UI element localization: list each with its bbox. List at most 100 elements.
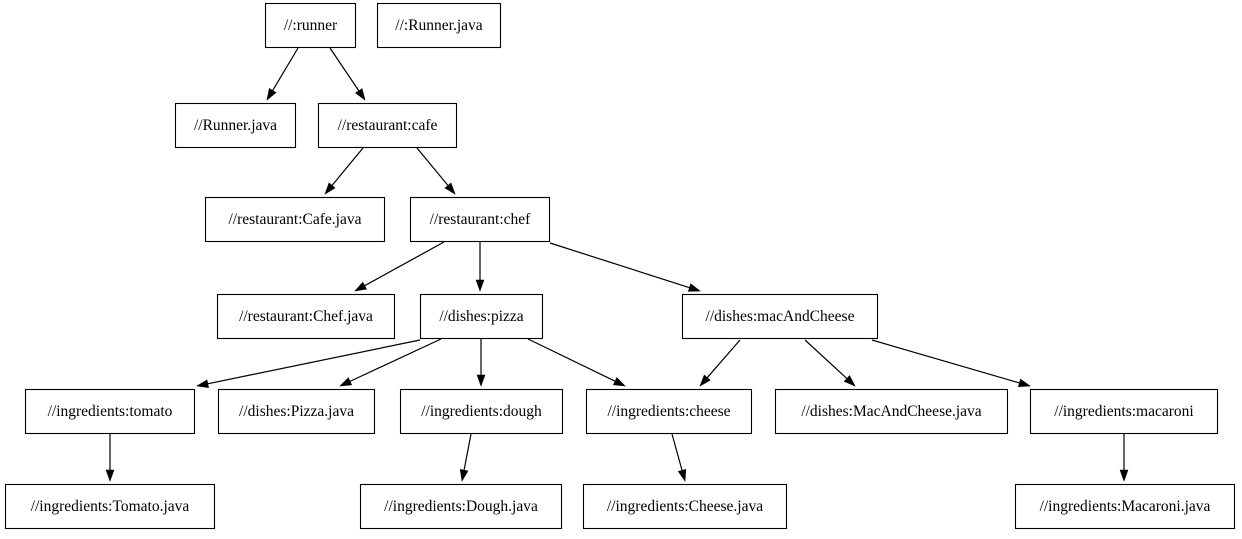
node-restaurant_cafe[interactable]: //restaurant:cafe — [317, 102, 458, 149]
edge-restaurant_chef-to-dishes_pizza — [475, 242, 485, 292]
edge-line — [272, 47, 299, 91]
node-restaurant_cafe_java[interactable]: //restaurant:Cafe.java — [204, 196, 386, 243]
node-dishes_macandcheese_java[interactable]: //dishes:MacAndCheese.java — [774, 388, 1009, 435]
arrowhead-icon — [1119, 469, 1129, 482]
edge-restaurant_chef-to-restaurant_chef_java — [354, 241, 445, 292]
arrowhead-icon — [339, 377, 353, 387]
node-label: //ingredients:tomato — [48, 403, 173, 420]
node-restaurant_chef_java[interactable]: //restaurant:Chef.java — [216, 293, 396, 340]
edge-line — [549, 242, 690, 289]
edge-dishes_pizza-to-ingredients_tomato — [196, 339, 421, 388]
edge-runner-to-restaurant_cafe — [329, 47, 366, 101]
edge-ingredients_tomato-to-ingredients_tomato_java — [105, 434, 115, 482]
edge-ingredients_macaroni-to-ingredients_macaroni_java — [1119, 434, 1129, 482]
node-box[interactable] — [409, 196, 551, 243]
edge-line — [349, 338, 442, 382]
node-label: //dishes:pizza — [439, 308, 523, 325]
arrowhead-icon — [699, 374, 711, 387]
arrowhead-icon — [459, 469, 469, 482]
node-label: //ingredients:Tomato.java — [31, 498, 190, 515]
node-ingredients_macaroni_java[interactable]: //ingredients:Macaroni.java — [1014, 483, 1236, 530]
node-label: //restaurant:cafe — [338, 117, 438, 134]
edge-line — [671, 433, 683, 471]
node-box[interactable] — [1014, 483, 1236, 530]
node-box[interactable] — [399, 388, 564, 435]
node-box[interactable] — [217, 388, 376, 435]
edge-line — [527, 338, 616, 382]
node-label: //:runner — [284, 17, 338, 34]
edge-line — [463, 433, 472, 471]
node-box[interactable] — [681, 293, 879, 340]
edge-line — [804, 339, 848, 379]
node-label: //ingredients:Macaroni.java — [1040, 498, 1211, 515]
arrowhead-icon — [475, 279, 485, 292]
edge-line — [207, 339, 421, 385]
node-label: //ingredients:Dough.java — [384, 498, 538, 515]
node-label: //ingredients:macaroni — [1054, 403, 1194, 420]
node-box[interactable] — [582, 483, 788, 530]
node-box[interactable] — [204, 196, 386, 243]
edge-line — [416, 147, 449, 186]
node-restaurant_chef[interactable]: //restaurant:chef — [409, 196, 551, 243]
node-dishes_pizza_java[interactable]: //dishes:Pizza.java — [217, 388, 376, 435]
node-ingredients_tomato_java[interactable]: //ingredients:Tomato.java — [4, 483, 216, 530]
arrowhead-icon — [687, 283, 701, 292]
edges-layer — [105, 47, 1129, 482]
node-label: //ingredients:cheese — [607, 403, 730, 420]
nodes-layer: //:runner //:Runner.java //Runner.java //re… — [4, 2, 1236, 530]
node-runner[interactable]: //:runner — [264, 2, 357, 49]
node-runner_java[interactable]: //Runner.java — [174, 102, 297, 149]
node-label: //dishes:Pizza.java — [239, 403, 354, 420]
arrowhead-icon — [105, 469, 115, 482]
node-runner_java_root[interactable]: //:Runner.java — [376, 2, 502, 49]
node-ingredients_cheese_java[interactable]: //ingredients:Cheese.java — [582, 483, 788, 530]
edge-line — [329, 47, 360, 92]
node-label: //restaurant:Cafe.java — [229, 211, 362, 228]
node-ingredients_dough_java[interactable]: //ingredients:Dough.java — [359, 483, 563, 530]
arrowhead-icon — [355, 88, 366, 101]
node-box[interactable] — [317, 102, 458, 149]
arrowhead-icon — [324, 182, 336, 195]
edge-ingredients_cheese-to-ingredients_cheese_java — [671, 433, 687, 482]
edge-dishes_macandcheese-to-dishes_macandcheese_java — [804, 339, 856, 387]
node-box[interactable] — [264, 2, 357, 49]
node-dishes_macandcheese[interactable]: //dishes:macAndCheese — [681, 293, 879, 340]
node-box[interactable] — [585, 388, 753, 435]
arrowhead-icon — [266, 88, 277, 101]
node-label: //ingredients:Cheese.java — [607, 498, 763, 515]
node-ingredients_tomato[interactable]: //ingredients:tomato — [24, 388, 196, 435]
node-box[interactable] — [4, 483, 216, 530]
node-box[interactable] — [24, 388, 196, 435]
node-label: //:Runner.java — [395, 17, 483, 34]
node-label: //dishes:MacAndCheese.java — [801, 403, 981, 420]
node-label: //restaurant:chef — [430, 211, 532, 228]
edge-dishes_pizza-to-dishes_pizza_java — [339, 338, 442, 387]
edge-line — [364, 241, 445, 287]
node-box[interactable] — [774, 388, 1009, 435]
arrowhead-icon — [843, 375, 856, 387]
node-box[interactable] — [1029, 388, 1219, 435]
node-box[interactable] — [359, 483, 563, 530]
node-box[interactable] — [174, 102, 297, 149]
edge-dishes_macandcheese-to-ingredients_cheese — [699, 339, 741, 387]
edge-restaurant_chef-to-dishes_macandcheese — [549, 242, 701, 292]
node-box[interactable] — [216, 293, 396, 340]
arrowhead-icon — [476, 374, 486, 387]
node-ingredients_macaroni[interactable]: //ingredients:macaroni — [1029, 388, 1219, 435]
edge-dishes_pizza-to-ingredients_cheese — [527, 338, 626, 387]
edge-dishes_pizza-to-ingredients_dough — [476, 339, 486, 387]
edge-runner-to-runner_java — [266, 47, 299, 101]
node-label: //dishes:macAndCheese — [706, 308, 855, 325]
edge-line — [331, 147, 364, 186]
node-ingredients_dough[interactable]: //ingredients:dough — [399, 388, 564, 435]
node-box[interactable] — [419, 293, 544, 340]
edge-dishes_macandcheese-to-ingredients_macaroni — [871, 339, 1031, 387]
node-dishes_pizza[interactable]: //dishes:pizza — [419, 293, 544, 340]
node-box[interactable] — [376, 2, 502, 49]
arrowhead-icon — [677, 468, 687, 482]
node-ingredients_cheese[interactable]: //ingredients:cheese — [585, 388, 753, 435]
node-label: //restaurant:Chef.java — [239, 308, 373, 325]
node-label: //Runner.java — [194, 117, 277, 134]
